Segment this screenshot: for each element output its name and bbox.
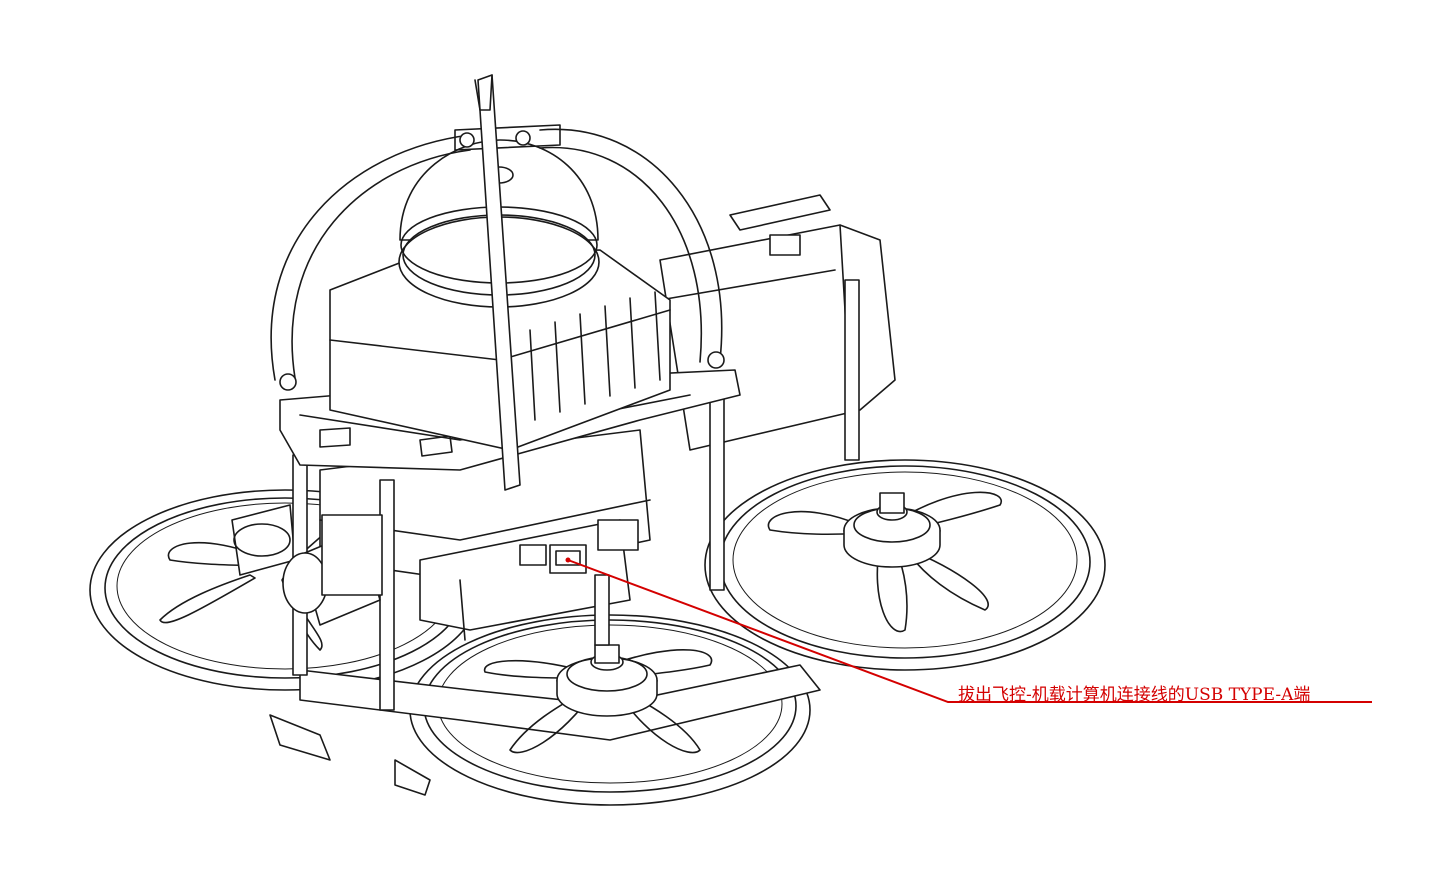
front-motor bbox=[556, 644, 658, 717]
usb-type-a-connector bbox=[519, 519, 639, 574]
rear-right-motor bbox=[843, 492, 941, 568]
callout-label: 拔出飞控-机载计算机连接线的USB TYPE-A端 bbox=[958, 685, 1311, 705]
front-camera bbox=[282, 514, 383, 626]
callout-leader bbox=[565, 557, 1372, 703]
roll-cage bbox=[270, 74, 725, 491]
